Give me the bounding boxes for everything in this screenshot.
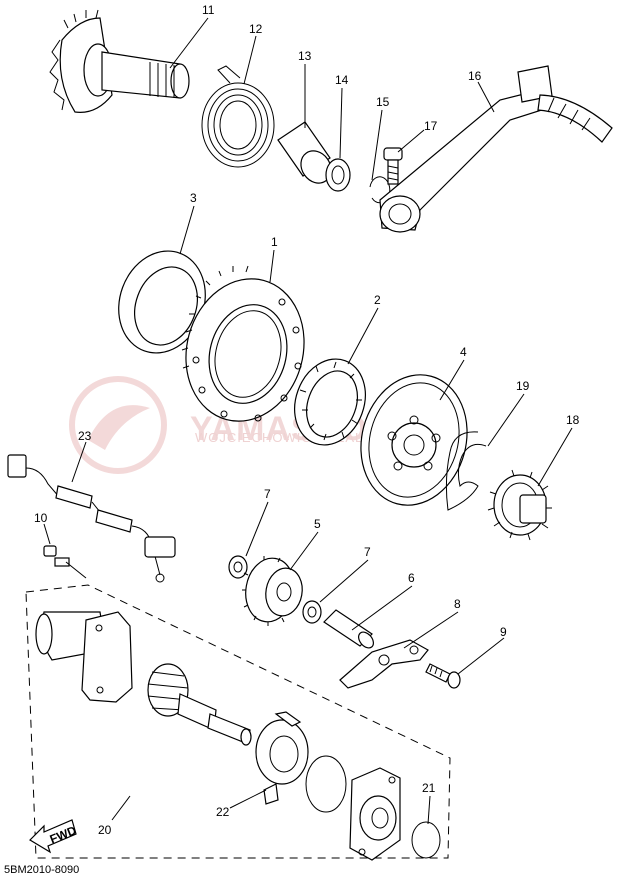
torsion-spring-part-12 (201, 65, 275, 168)
callout-10: 10 (34, 511, 48, 525)
callout-1: 1 (271, 235, 278, 249)
gear-part-5 (242, 556, 303, 626)
callout-6: 6 (408, 571, 415, 585)
o-ring-part-21 (411, 821, 441, 859)
callout-labels: 11 12 13 14 15 16 17 3 1 2 4 19 18 23 10… (34, 3, 580, 837)
washer-part-14 (325, 158, 351, 192)
armature (147, 663, 252, 746)
callout-14: 14 (335, 73, 349, 87)
clutch-housing-part-4 (360, 374, 468, 506)
callout-8: 8 (454, 597, 461, 611)
callout-3: 3 (190, 191, 197, 205)
watermark-logo (69, 376, 167, 474)
callout-17: 17 (424, 119, 438, 133)
callout-20: 20 (98, 823, 112, 837)
callout-11: 11 (202, 3, 215, 17)
callout-9: 9 (500, 625, 507, 639)
catalog-code: 5BM2010-8090 (4, 864, 80, 876)
bolt-part-10 (43, 545, 70, 567)
callout-4: 4 (460, 345, 467, 359)
callout-5: 5 (314, 517, 321, 531)
kick-crank-part-16 (379, 65, 613, 233)
callout-2: 2 (374, 293, 381, 307)
idle-gear-part-18 (487, 469, 552, 541)
brush-holder-part-22 (255, 711, 309, 805)
one-way-clutch-part-2 (294, 358, 366, 446)
callout-15: 15 (376, 95, 390, 109)
ring-part-3 (118, 250, 206, 354)
plate-part-8 (339, 639, 429, 689)
callout-7-right: 7 (364, 545, 371, 559)
sleeve-part-13 (277, 121, 332, 184)
spring-clip-part-19 (445, 431, 487, 511)
watermark-logo-mark (88, 405, 150, 450)
kick-axle-part-11 (49, 9, 190, 113)
wire-lead-part-23 (7, 454, 176, 583)
o-ring (305, 755, 347, 813)
callout-18: 18 (566, 413, 580, 427)
end-cover (349, 767, 401, 861)
callout-22: 22 (216, 805, 230, 819)
callout-13: 13 (298, 49, 312, 63)
callout-7-left: 7 (264, 487, 271, 501)
leader-lines (43, 17, 573, 825)
washer-part-7-right (302, 600, 322, 624)
starter-motor-body (35, 611, 133, 703)
callout-12: 12 (249, 22, 263, 36)
screw-part-9 (425, 663, 461, 689)
callout-21: 21 (422, 781, 436, 795)
shaft-part-6 (323, 609, 374, 649)
fwd-label: FWD (48, 823, 79, 846)
bolt-part-17 (383, 147, 403, 185)
callout-23: 23 (78, 429, 92, 443)
fwd-arrow-icon: FWD (29, 819, 79, 854)
callout-16: 16 (468, 69, 482, 83)
circlip-part-15 (369, 176, 391, 204)
washer-part-7-left (228, 555, 248, 579)
ring-gear-part-1 (181, 265, 305, 422)
callout-19: 19 (516, 379, 530, 393)
